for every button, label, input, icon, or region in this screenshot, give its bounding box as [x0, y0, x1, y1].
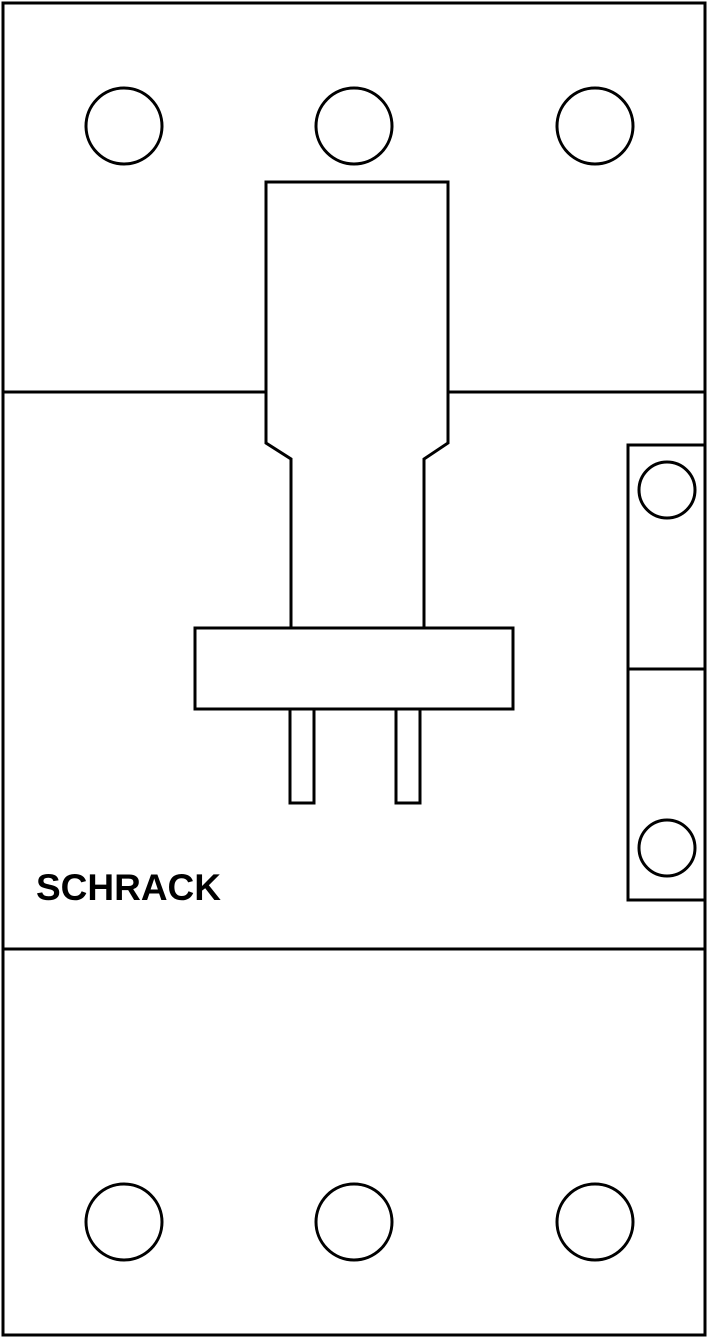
actuator-pin-left — [288, 707, 316, 805]
bottom-terminal-2 — [314, 1182, 394, 1262]
bottom-terminal-1 — [84, 1182, 164, 1262]
actuator-plunger — [264, 180, 450, 630]
actuator-crossbar — [193, 626, 515, 711]
actuator-pin-right — [394, 707, 422, 805]
top-terminal-1 — [84, 86, 164, 166]
top-terminal-3 — [555, 86, 635, 166]
brand-label: SCHRACK — [36, 867, 221, 908]
top-terminal-2 — [314, 86, 394, 166]
auxiliary-terminal-1 — [637, 460, 697, 520]
bottom-terminal-3 — [555, 1182, 635, 1262]
auxiliary-terminal-2 — [637, 818, 697, 878]
